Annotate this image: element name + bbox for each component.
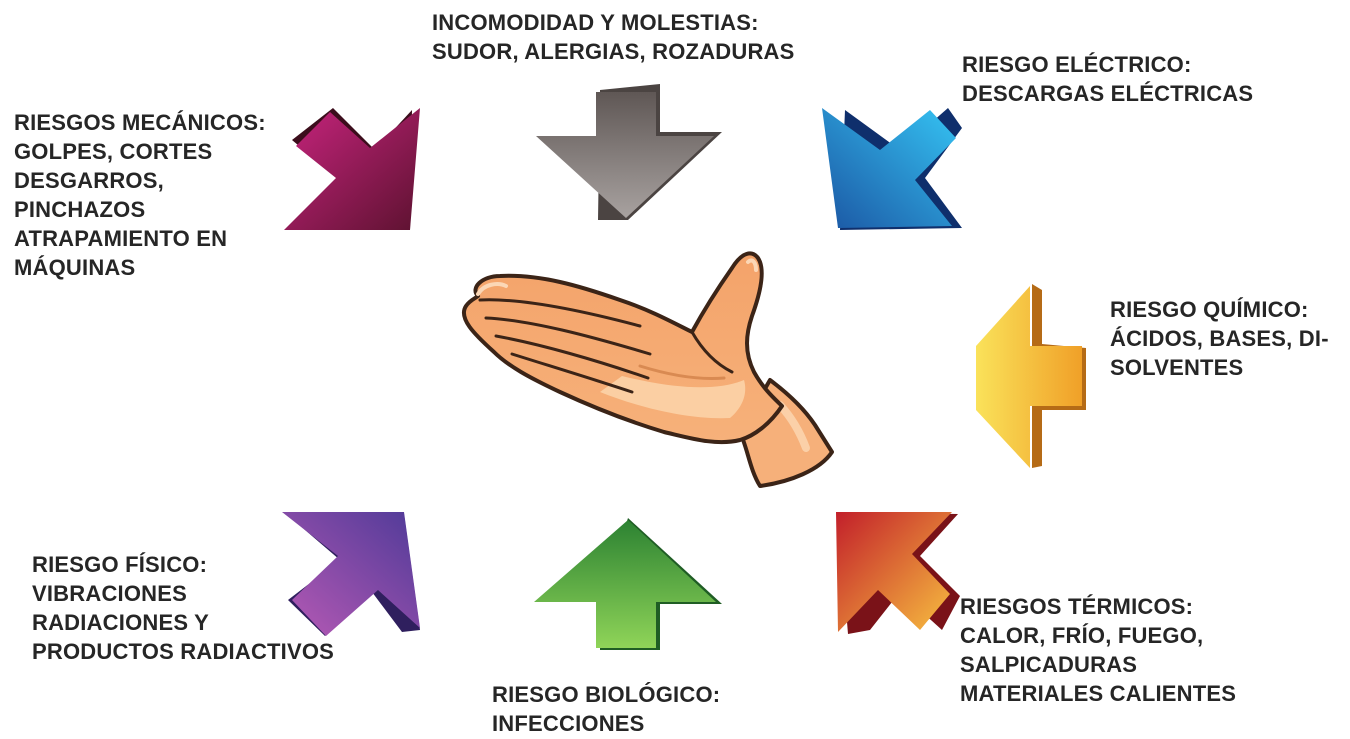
label-mechanical: RIESGOS MECÁNICOS: GOLPES, CORTES DESGAR… <box>14 108 266 282</box>
label-line: INCOMODIDAD Y MOLESTIAS: <box>432 10 759 35</box>
label-chemical: RIESGO QUÍMICO: ÁCIDOS, BASES, DI- SOLVE… <box>1110 295 1329 382</box>
label-line: SOLVENTES <box>1110 355 1244 380</box>
label-line: MÁQUINAS <box>14 255 136 280</box>
label-line: ATRAPAMIENTO EN <box>14 226 228 251</box>
label-line: MATERIALES CALIENTES <box>960 681 1237 706</box>
arrow-physical <box>282 512 420 636</box>
arrow-biological <box>534 518 722 650</box>
label-line: VIBRACIONES <box>32 581 187 606</box>
label-line: INFECCIONES <box>492 711 645 736</box>
label-line: RIESGO FÍSICO: <box>32 552 208 577</box>
label-line: PINCHAZOS <box>14 197 146 222</box>
label-line: DESCARGAS ELÉCTRICAS <box>962 81 1254 106</box>
label-biological: RIESGO BIOLÓGICO: INFECCIONES <box>492 680 720 738</box>
arrow-chemical <box>976 284 1086 468</box>
label-thermal: RIESGOS TÉRMICOS: CALOR, FRÍO, FUEGO, SA… <box>960 592 1236 708</box>
label-line: SUDOR, ALERGIAS, ROZADURAS <box>432 39 795 64</box>
label-line: RIESGO ELÉCTRICO: <box>962 52 1192 77</box>
arrow-electrical <box>822 108 962 230</box>
label-electrical: RIESGO ELÉCTRICO: DESCARGAS ELÉCTRICAS <box>962 50 1253 108</box>
label-line: DESGARROS, <box>14 168 164 193</box>
arrow-top-gray <box>536 84 722 220</box>
label-line: RIESGO QUÍMICO: <box>1110 297 1309 322</box>
label-line: ÁCIDOS, BASES, DI- <box>1110 326 1329 351</box>
label-line: RADIACIONES Y <box>32 610 209 635</box>
label-line: SALPICADURAS <box>960 652 1138 677</box>
open-hand-icon <box>462 251 834 488</box>
arrow-thermal <box>836 512 960 634</box>
label-line: RIESGO BIOLÓGICO: <box>492 682 721 707</box>
label-physical: RIESGO FÍSICO: VIBRACIONES RADIACIONES Y… <box>32 550 334 666</box>
label-line: GOLPES, CORTES <box>14 139 213 164</box>
label-line: RIESGOS TÉRMICOS: <box>960 594 1194 619</box>
label-discomfort: INCOMODIDAD Y MOLESTIAS: SUDOR, ALERGIAS… <box>432 8 795 66</box>
label-line: CALOR, FRÍO, FUEGO, <box>960 623 1204 648</box>
arrow-mechanical <box>284 108 420 230</box>
label-line: PRODUCTOS RADIACTIVOS <box>32 639 335 664</box>
label-line: RIESGOS MECÁNICOS: <box>14 110 266 135</box>
